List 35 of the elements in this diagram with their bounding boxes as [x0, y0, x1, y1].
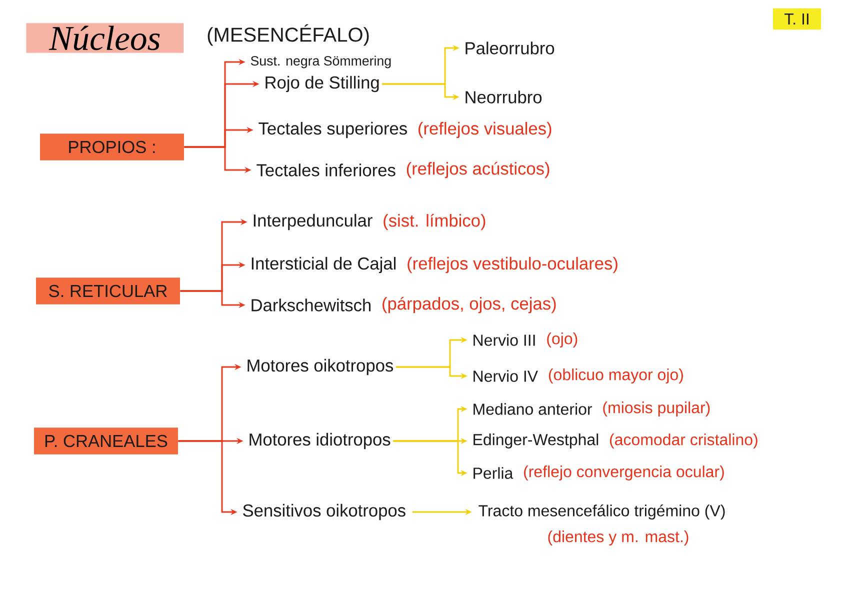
note-text: (reflejos visuales) — [418, 122, 552, 138]
page-tag: T. II — [773, 8, 822, 30]
note-text: (reflejo convergencia ocular) — [524, 466, 724, 480]
note-text: (dientes y m. mast.) — [548, 530, 688, 546]
item-text: Edinger-Westphal — [474, 434, 598, 448]
subtitle: (MESENCÉFALO) — [208, 24, 369, 46]
item-text: Motores oikotropos — [248, 358, 394, 376]
item-text: Intersticial de Cajal — [252, 256, 396, 274]
item-text: Perlia — [474, 467, 514, 479]
item-text: Tectales superiores — [258, 122, 407, 138]
item-text: Neorrubro — [466, 90, 542, 104]
category-box: PROPIOS : — [40, 134, 184, 160]
note-text: (reflejos acústicos) — [406, 162, 550, 178]
category-box: P. CRANEALES — [34, 428, 178, 454]
item-text: Nervio III — [474, 334, 535, 346]
item-text: Mediano anterior — [474, 403, 592, 415]
item-text: Motores idiotropos — [250, 432, 390, 450]
note-text: (oblicuo mayor ojo) — [548, 368, 683, 384]
note-text: (reflejos vestibulo-oculares) — [408, 256, 618, 274]
title: Núcleos — [26, 23, 184, 53]
item-text: Nervio IV — [474, 370, 538, 382]
note-text: (sist. límbico) — [384, 214, 486, 230]
item-text: Darkschewitsch — [252, 298, 370, 312]
note-text: (miosis pupilar) — [603, 402, 710, 416]
item-text: Sust. negra Sömmering — [250, 56, 391, 68]
category-box: S. RETICULAR — [36, 278, 180, 304]
item-text: Rojo de Stilling — [266, 76, 379, 92]
item-text: Interpeduncular — [254, 214, 372, 230]
note-text: (acomodar cristalino) — [610, 434, 758, 448]
item-text: Tracto mesencefálico trigémino (V) — [478, 504, 725, 520]
item-text: Tectales inferiores — [256, 164, 396, 176]
note-text: (párpados, ojos, cejas) — [382, 296, 556, 314]
note-text: (ojo) — [547, 332, 578, 348]
item-text: Paleorrubro — [466, 42, 554, 54]
item-text: Sensitivos oikotropos — [243, 504, 406, 520]
